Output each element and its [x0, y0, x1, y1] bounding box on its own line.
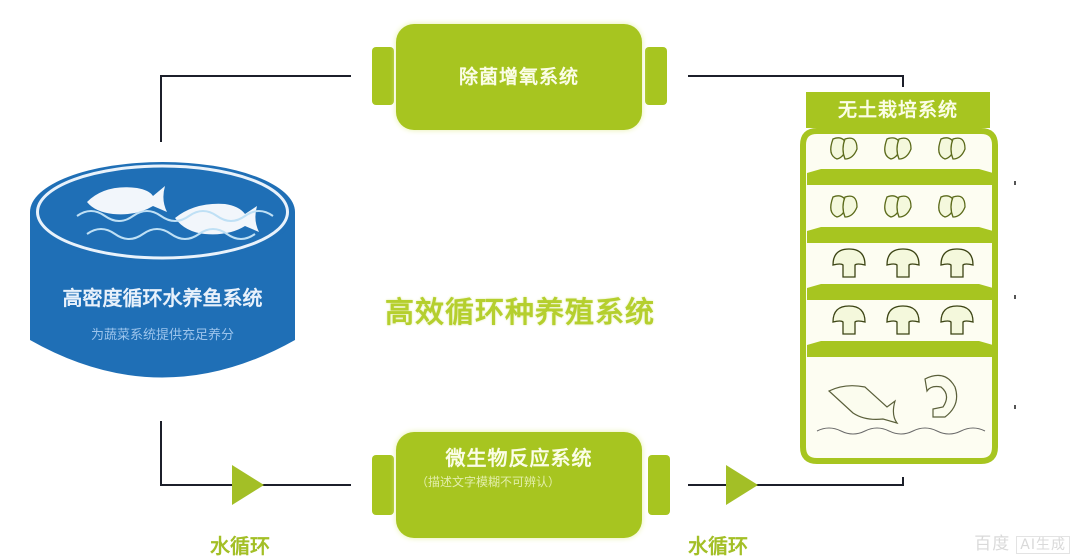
mushroom-icon [940, 248, 974, 278]
shelf-tick [1014, 405, 1016, 409]
watermark-ai-tag: AI生成 [1016, 536, 1070, 554]
box-cap-left [372, 455, 394, 515]
connector-tank-to-bottom-box [160, 421, 351, 486]
mushroom-icon [832, 305, 866, 335]
box-cap-right [648, 455, 670, 515]
box-cap-left [372, 47, 394, 105]
shrimp-icon [924, 374, 958, 418]
leafy-vegetable-icon [938, 137, 966, 160]
wave-icon [76, 210, 274, 240]
wave-icon [816, 427, 986, 435]
box-title: 除菌增氧系统 [458, 66, 579, 88]
tank-subtitle: 为蔬菜系统提供充足养分 [90, 328, 234, 343]
tank-title: 高密度循环水养鱼系统 [62, 286, 263, 310]
box-body: 除菌增氧系统 [396, 24, 642, 130]
fish-icon [87, 186, 167, 215]
fish-icon [827, 385, 899, 425]
shelf-title: 无土栽培系统 [806, 92, 990, 128]
mushroom-icon [940, 305, 974, 335]
box-title: 微生物反应系统 [445, 446, 593, 470]
leafy-vegetable-icon [830, 195, 858, 218]
mushroom-icon [886, 305, 920, 335]
box-cap-right [645, 47, 667, 105]
leafy-vegetable-icon [884, 137, 912, 160]
shelf-tick [1014, 295, 1016, 299]
mushroom-icon [832, 248, 866, 278]
connector-bottom-box-to-shelf [688, 477, 904, 486]
leafy-vegetable-icon [938, 195, 966, 218]
flow-arrow-left [232, 465, 264, 505]
cultivation-shelf [800, 128, 998, 464]
leafy-vegetable-icons [830, 137, 966, 218]
shelf-tick [1014, 181, 1016, 185]
box-body: 微生物反应系统 （描述文字模糊不可辨认） [396, 432, 642, 538]
diagram-title: 高效循环种养殖系统 [384, 295, 655, 329]
connector-top-box-to-shelf [688, 75, 904, 87]
mushroom-icon [886, 248, 920, 278]
flow-label-water-cycle: 水循环 [688, 534, 748, 558]
watermark-brand: 百度 [974, 534, 1011, 554]
flow-arrow-right [726, 465, 758, 505]
watermark: 百度 AI生成 [974, 529, 1070, 554]
connector-tank-to-top-box [160, 75, 351, 142]
fish-tank [30, 162, 295, 378]
mushroom-icons [832, 248, 974, 335]
flow-label-water-cycle: 水循环 [210, 534, 270, 558]
shelf-boards [807, 169, 993, 357]
leafy-vegetable-icon [884, 195, 912, 218]
leafy-vegetable-icon [830, 137, 858, 160]
box-description: （描述文字模糊不可辨认） [416, 475, 561, 489]
